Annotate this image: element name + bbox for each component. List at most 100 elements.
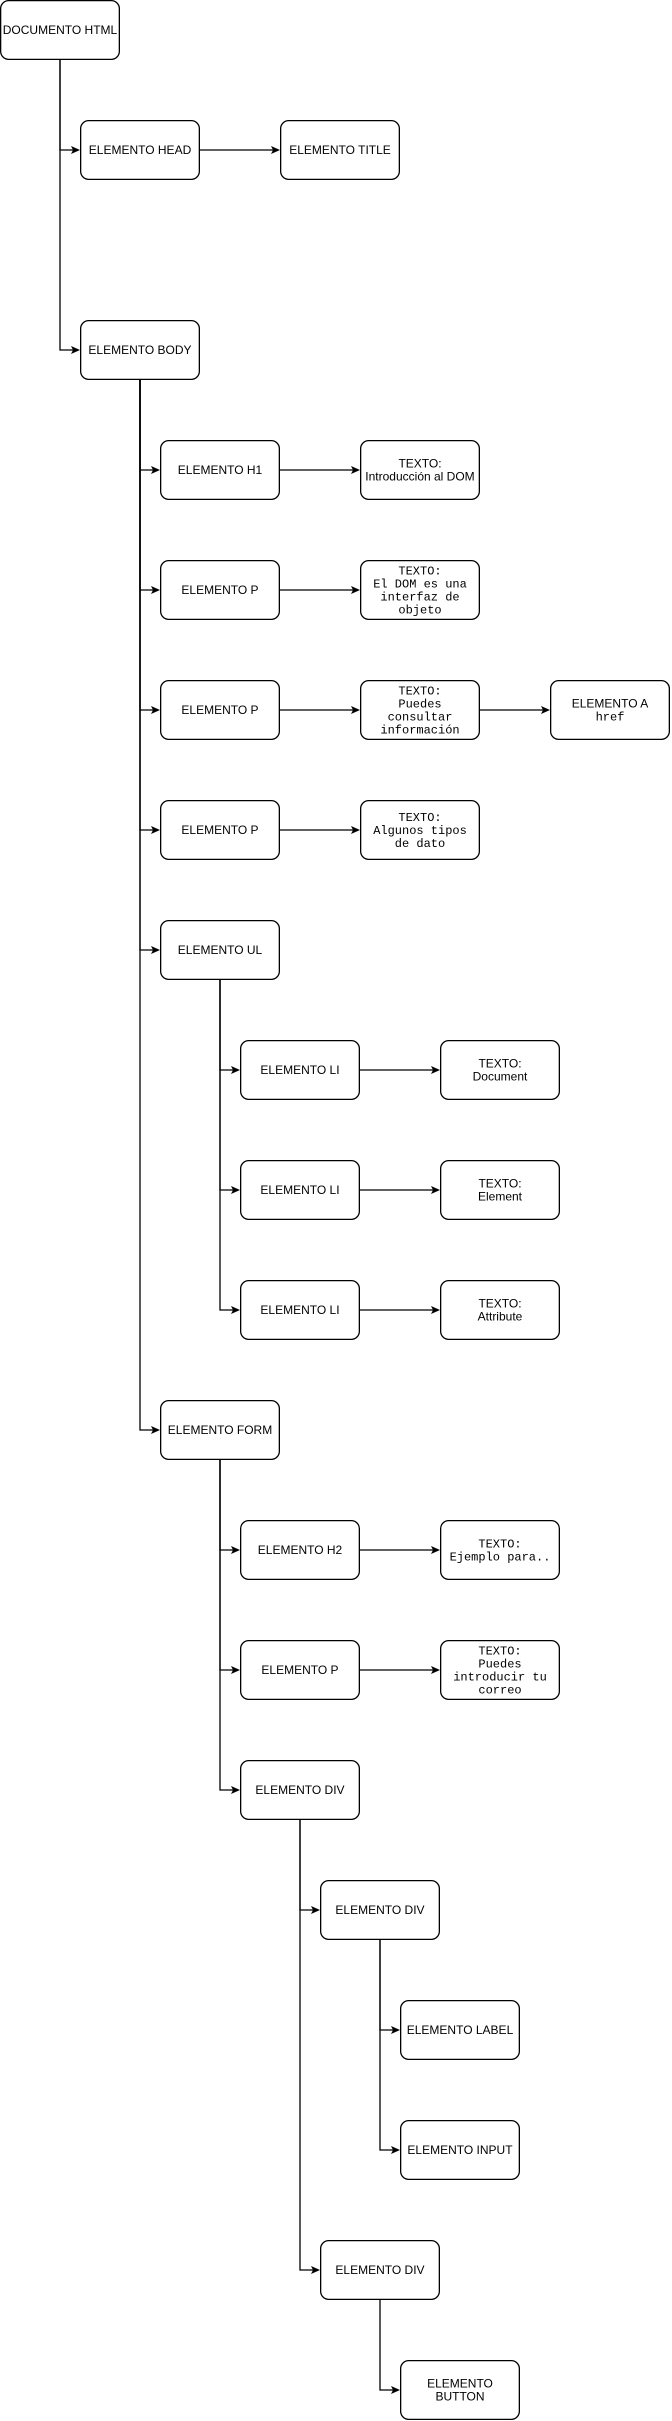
edge-li2-to-t_li2-arrowhead <box>431 1186 440 1194</box>
node-label-line: consultar <box>388 711 453 725</box>
node-head: ELEMENTO HEAD <box>80 120 200 181</box>
edge-p1-to-t_p1-arrowhead <box>351 586 360 594</box>
node-p2: ELEMENTO P <box>159 680 280 741</box>
node-li3: ELEMENTO LI <box>239 1280 360 1341</box>
node-label-line: Puedes <box>478 1658 521 1672</box>
node-box <box>279 120 400 181</box>
node-label-line: ELEMENTO UL <box>178 943 263 957</box>
edge-div1-to-div3 <box>299 1820 318 2271</box>
node-t-h1: TEXTO:Introducción al DOM <box>359 439 480 500</box>
node-label-line: El DOM es una <box>373 578 467 592</box>
edges <box>59 60 550 2394</box>
node-box <box>239 1040 360 1101</box>
node-box <box>159 800 280 861</box>
edge-h1-to-t_h1-arrowhead <box>351 466 360 474</box>
edge-p3-to-t_p3-arrowhead <box>351 826 360 834</box>
node-label-line: ELEMENTO HEAD <box>89 143 192 157</box>
edge-div1-to-div3-arrowhead <box>311 2266 320 2274</box>
edge-div2-to-input <box>379 1940 398 2151</box>
node-label-line: TEXTO: <box>478 1297 521 1311</box>
node-label-line: DOCUMENTO HTML <box>3 23 118 37</box>
edge-body-to-ul <box>139 380 158 951</box>
node-label-line: ELEMENTO A <box>572 697 648 711</box>
edge-body-to-p1-arrowhead <box>151 586 160 594</box>
node-label-line: TEXTO: <box>478 1538 521 1552</box>
node-box <box>550 680 671 741</box>
node-h2: ELEMENTO H2 <box>239 1520 360 1581</box>
edge-form-to-p4 <box>219 1460 238 1671</box>
edge-body-to-form-arrowhead <box>151 1426 160 1434</box>
node-label-line: correo <box>478 1684 521 1698</box>
edge-ul-to-li1 <box>219 980 238 1071</box>
node-label-line: ELEMENTO LI <box>260 1303 339 1317</box>
edge-body-to-form <box>139 380 158 1431</box>
node-label-line: BUTTON <box>435 2390 484 2404</box>
node-label: ELEMENTO LABEL <box>399 2000 520 2061</box>
edge-body-to-ul-arrowhead <box>151 946 160 954</box>
node-t-h2: TEXTO:Ejemplo para.. <box>439 1520 560 1581</box>
edge-html-to-body <box>59 60 78 351</box>
node-box <box>359 800 480 861</box>
node-li2: ELEMENTO LI <box>239 1160 360 1221</box>
node-label-line: TEXTO: <box>478 1177 521 1191</box>
node-div3: ELEMENTO DIV <box>319 2239 440 2300</box>
edge-form-to-p4-arrowhead <box>231 1666 240 1674</box>
node-label-line: ELEMENTO LABEL <box>407 2023 514 2037</box>
node-label-line: de dato <box>395 837 445 851</box>
node-label-line: ELEMENTO P <box>181 823 258 837</box>
node-box <box>239 1280 360 1341</box>
node-label-line: interfaz de <box>380 591 459 605</box>
node-box <box>439 1520 560 1581</box>
node-label-line: TEXTO: <box>398 457 441 471</box>
node-box <box>439 1160 560 1221</box>
node-p3: ELEMENTO P <box>159 800 280 861</box>
node-box <box>80 120 200 181</box>
node-label-line: ELEMENTO P <box>181 703 258 717</box>
edge-div1-to-div2 <box>299 1820 318 1911</box>
node-div2: ELEMENTO DIV <box>319 1880 440 1941</box>
edge-div3-to-button <box>379 2300 398 2391</box>
node-label-line: ELEMENTO H2 <box>258 1543 343 1557</box>
node-label-line: Element <box>478 1190 523 1204</box>
node-body: ELEMENTO BODY <box>80 319 200 380</box>
node-box <box>159 1400 280 1461</box>
edge-html-to-head <box>59 60 78 151</box>
node-label-line: Puedes <box>398 698 441 712</box>
edge-t_p2-to-a-arrowhead <box>541 706 550 714</box>
edge-html-to-head-arrowhead <box>71 146 80 154</box>
edge-div3-to-button-arrowhead <box>391 2386 400 2394</box>
edge-body-to-h1-arrowhead <box>151 466 160 474</box>
node-label-line: introducir tu <box>453 1671 547 1685</box>
node-label-line: ELEMENTO P <box>261 1663 338 1677</box>
node-box <box>399 2000 520 2061</box>
node-li1: ELEMENTO LI <box>239 1040 360 1101</box>
node-label-line: ELEMENTO LI <box>260 1063 339 1077</box>
node-label-line: TEXTO: <box>478 1057 521 1071</box>
edge-form-to-h2-arrowhead <box>231 1546 240 1554</box>
node-label-line: TEXTO: <box>398 685 441 699</box>
node-label-line: ELEMENTO DIV <box>335 1903 424 1917</box>
edge-ul-to-li2-arrowhead <box>231 1186 240 1194</box>
node-input: ELEMENTO INPUT <box>399 2119 520 2180</box>
node-box <box>159 439 280 500</box>
edge-div2-to-label <box>379 1940 398 2031</box>
node-label-line: ELEMENTO DIV <box>255 1783 344 1797</box>
node-t-li3: TEXTO:Attribute <box>439 1280 560 1341</box>
node-label-line: Algunos tipos <box>373 824 467 838</box>
node-box <box>0 0 120 60</box>
node-html: DOCUMENTO HTML <box>0 0 120 60</box>
node-box <box>239 1160 360 1221</box>
node-p1: ELEMENTO P <box>159 560 280 621</box>
edge-li1-to-t_li1-arrowhead <box>431 1066 440 1074</box>
node-label-line: Introducción al DOM <box>365 470 474 484</box>
edge-html-to-body-arrowhead <box>71 346 80 354</box>
edge-ul-to-li2 <box>219 980 238 1191</box>
node-ul: ELEMENTO UL <box>159 920 280 981</box>
edge-form-to-h2 <box>219 1460 238 1551</box>
node-label-line: ELEMENTO LI <box>260 1183 339 1197</box>
node-box <box>359 560 480 621</box>
edge-div1-to-div2-arrowhead <box>311 1906 320 1914</box>
edge-body-to-h1 <box>139 380 158 471</box>
